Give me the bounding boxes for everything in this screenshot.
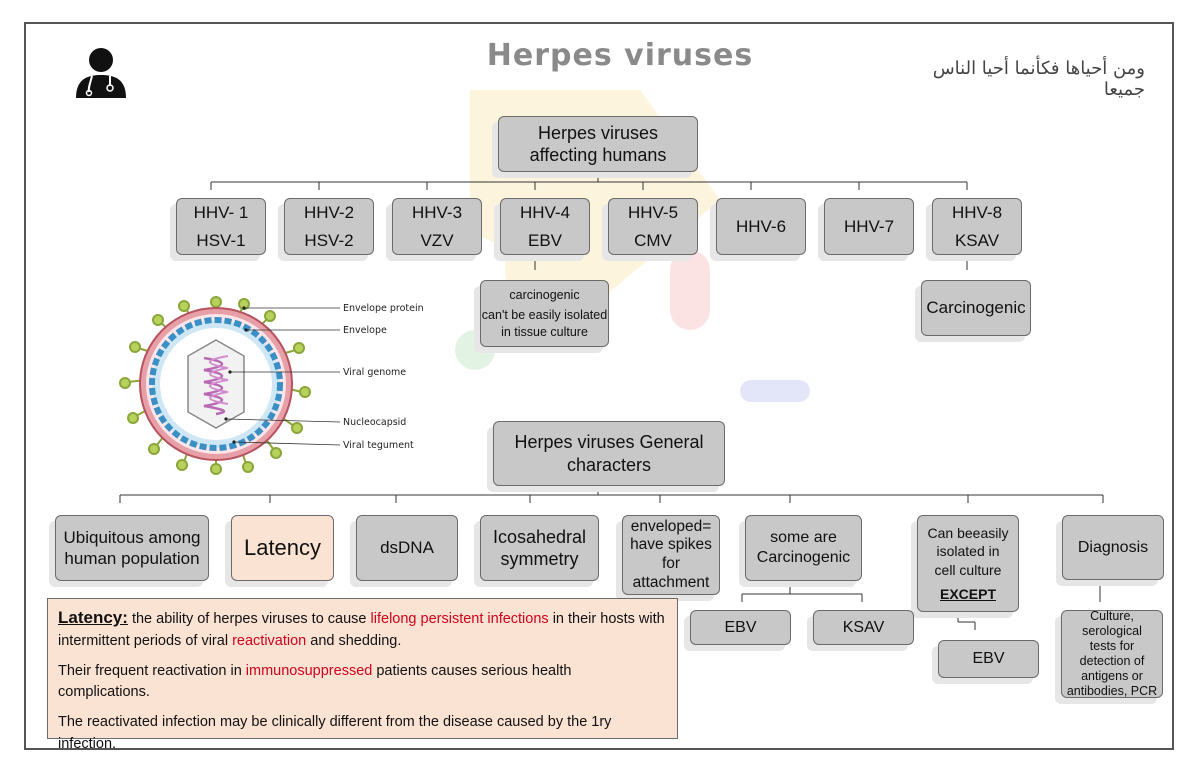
latency-paragraph-3: The reactivated infection may be clinica…	[58, 712, 667, 756]
type-top: HHV-4	[519, 203, 571, 223]
type-bottom: HSV-2	[304, 230, 354, 250]
carcinogenic-ksav: KSAV	[842, 618, 885, 636]
ubiquitous-line1: Ubiquitous among	[63, 527, 201, 547]
label-envelope-protein: Envelope protein	[343, 303, 424, 314]
ebv-carcinogenic-box: carcinogenic can't be easily isolated in…	[480, 280, 609, 347]
page-title: Herpes viruses	[486, 38, 754, 73]
latency-note: Latency: the ability of herpes viruses t…	[47, 598, 678, 752]
enveloped-line3: for	[661, 555, 681, 572]
diagnosis-line3: tests for	[1089, 639, 1135, 653]
ksav-note: Carcinogenic	[926, 298, 1026, 318]
type-top: HHV-8	[951, 203, 1003, 223]
root-line1: Herpes viruses	[537, 122, 659, 143]
general-line1: Herpes viruses General	[514, 432, 704, 452]
type-box-hhv8: HHV-8 KSAV	[932, 198, 1022, 255]
type-top: HHV-2	[303, 203, 355, 223]
latency-paragraph-1: Latency: the ability of herpes viruses t…	[58, 605, 667, 653]
culture-exception-ebv: EBV	[972, 650, 1005, 667]
label-nucleocapsid: Nucleocapsid	[343, 417, 406, 428]
root-line2: affecting humans	[529, 145, 667, 165]
type-bottom: EBV	[527, 230, 563, 250]
enveloped-line1: enveloped=	[630, 517, 712, 535]
carcinogenic-ebv-box: EBV	[690, 610, 791, 645]
doctor-icon	[76, 48, 126, 98]
culture-except: EXCEPT	[939, 585, 996, 602]
label-viral-genome: Viral genome	[343, 367, 406, 378]
dsdna-label: dsDNA	[380, 538, 434, 558]
page-frame	[24, 22, 1174, 750]
root-box: Herpes viruses affecting humans	[498, 116, 698, 172]
enveloped-line4: attachment	[632, 573, 710, 591]
ebv-note-line1: carcinogenic	[509, 288, 580, 303]
type-bottom: HSV-1	[196, 230, 246, 250]
diagnosis-line4: detection of	[1079, 654, 1145, 668]
type-box-hhv6: HHV-6	[716, 198, 806, 255]
cell-culture-box: Can beeasily isolated in cell culture EX…	[917, 515, 1019, 612]
type-bottom: CMV	[634, 230, 672, 250]
type-top: HHV- 1	[193, 203, 249, 223]
type-box-hhv1: HHV- 1 HSV-1	[176, 198, 266, 255]
type-top: HHV-7	[843, 216, 895, 236]
diagnosis-line1: Culture,	[1090, 609, 1134, 623]
label-envelope: Envelope	[343, 325, 387, 336]
type-top: HHV-3	[411, 203, 463, 223]
icosahedral-line2: symmetry	[500, 549, 579, 569]
latency-text-a: the ability of herpes viruses to cause	[127, 611, 371, 627]
carcinogenic-ebv: EBV	[724, 618, 757, 636]
diagnosis-line5: antigens or	[1081, 669, 1143, 683]
icosahedral-box: Icosahedral symmetry	[480, 515, 599, 581]
diagnosis-label: Diagnosis	[1077, 538, 1149, 556]
latency-text-f: The reactivated infection may be clinica…	[58, 714, 612, 752]
label-viral-tegument: Viral tegument	[343, 440, 414, 451]
ubiquitous-box: Ubiquitous among human population	[55, 515, 209, 581]
general-line2: characters	[566, 454, 652, 475]
type-box-hhv3: HHV-3 VZV	[392, 198, 482, 255]
icosahedral-line1: Icosahedral	[492, 526, 587, 547]
latency-paragraph-2: Their frequent reactivation in immunosup…	[58, 661, 667, 705]
culture-line1: Can beeasily	[927, 525, 1009, 542]
type-top: HHV-5	[627, 203, 679, 223]
latency-highlight-1: lifelong persistent infections	[370, 611, 549, 627]
diagnosis-box: Diagnosis	[1062, 515, 1164, 580]
latency-label: Latency	[243, 535, 322, 561]
diagnosis-detail-box: Culture, serological tests for detection…	[1061, 609, 1163, 698]
ubiquitous-line2: human population	[64, 549, 200, 568]
type-box-hhv7: HHV-7	[824, 198, 914, 255]
latency-highlight-2: reactivation	[232, 632, 307, 649]
enveloped-box: enveloped= have spikes for attachment	[622, 515, 720, 595]
carcinogenic-line1: some are	[770, 529, 837, 546]
type-bottom: KSAV	[954, 230, 1000, 250]
latency-text-e: patients causes serious health complicat…	[58, 662, 572, 701]
type-box-hhv5: HHV-5 CMV	[608, 198, 698, 255]
latency-text-b: in their hosts with intermittent periods…	[58, 611, 665, 649]
carcinogenic-line2: Carcinogenic	[756, 549, 851, 566]
carcinogenic-box: some are Carcinogenic	[745, 515, 862, 581]
culture-exception-box: EBV	[938, 640, 1039, 678]
culture-line3: cell culture	[934, 561, 1002, 578]
type-box-hhv2: HHV-2 HSV-2	[284, 198, 374, 255]
virion-illustration: Envelope protein Envelope Viral genome N…	[119, 296, 424, 475]
latency-box: Latency	[231, 515, 334, 581]
type-top: HHV-6	[735, 216, 787, 236]
ksav-carcinogenic-box: Carcinogenic	[921, 280, 1031, 336]
enveloped-line2: have spikes	[630, 536, 712, 554]
latency-text-d: Their frequent reactivation in	[58, 662, 246, 679]
general-characters-box: Herpes viruses General characters	[493, 421, 725, 486]
culture-line2: isolated in	[936, 543, 1000, 560]
type-box-hhv4: HHV-4 EBV	[500, 198, 590, 255]
ebv-note-line3: in tissue culture	[501, 324, 588, 339]
ebv-note-line2: can't be easily isolated	[481, 308, 608, 323]
latency-heading: Latency:	[58, 608, 128, 627]
arabic-quote: ومن أحياها فكأنما أحيا الناس جميعا	[932, 58, 1145, 100]
latency-highlight-3: immunosuppressed	[245, 662, 373, 679]
type-bottom: VZV	[420, 230, 454, 250]
diagnosis-line6: antibodies, PCR	[1066, 684, 1158, 698]
latency-text-c: and shedding.	[306, 632, 402, 649]
diagnosis-line2: serological	[1082, 624, 1142, 638]
carcinogenic-ksav-box: KSAV	[813, 610, 914, 645]
dsdna-box: dsDNA	[356, 515, 458, 581]
